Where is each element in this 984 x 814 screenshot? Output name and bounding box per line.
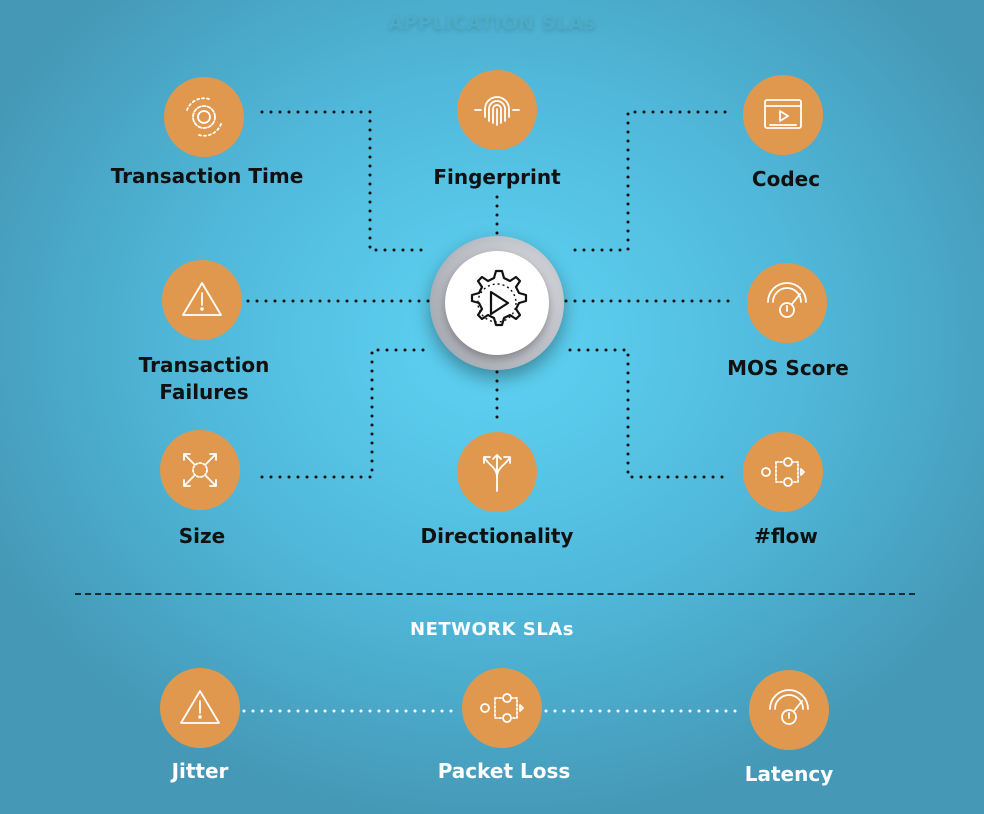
packet-loss-label: Packet Loss	[437, 759, 571, 783]
video-player-icon	[764, 99, 802, 129]
transaction-failures-node	[162, 260, 242, 340]
gear-play-icon	[470, 269, 528, 327]
jitter-label: Jitter	[171, 759, 229, 783]
connector-flow	[566, 348, 724, 479]
warning-triangle-icon	[182, 282, 222, 316]
warning-triangle-icon	[180, 690, 220, 724]
codec-node	[743, 75, 823, 155]
mos-score-node	[747, 263, 827, 343]
expand-arrows-icon	[183, 453, 217, 487]
network-slas-title: NETWORK SLAs	[410, 619, 574, 640]
center-hub	[430, 236, 564, 370]
directionality-label: Directionality	[420, 524, 574, 548]
transaction-time-node	[164, 77, 244, 157]
application-slas-title: APPLICATION SLAs	[388, 12, 596, 34]
gauge-alert-icon	[769, 689, 809, 725]
codec-label: Codec	[751, 167, 821, 191]
jitter-node	[160, 668, 240, 748]
size-node	[160, 430, 240, 510]
connector-size	[260, 348, 432, 479]
flow-nodes-icon	[480, 693, 524, 723]
latency-label: Latency	[744, 762, 834, 786]
size-label: Size	[178, 524, 226, 548]
directionality-node	[457, 432, 537, 512]
transaction-time-label: Transaction Time	[110, 164, 304, 188]
mos-score-label: MOS Score	[727, 356, 849, 380]
transaction-failures-label: Transaction Failures	[138, 353, 270, 404]
fingerprint-node	[457, 70, 537, 150]
gear-cycle-icon	[186, 97, 222, 137]
latency-node	[749, 670, 829, 750]
gauge-alert-icon	[767, 282, 807, 318]
flow-label: #flow	[754, 524, 818, 548]
flow-nodes-icon	[761, 457, 805, 487]
fingerprint-label: Fingerprint	[433, 165, 561, 189]
fingerprint-icon	[474, 96, 520, 126]
section-divider	[75, 593, 915, 595]
flow-node	[743, 432, 823, 512]
connector-transaction-time	[260, 110, 432, 252]
split-arrows-icon	[483, 454, 511, 492]
packet-loss-node	[462, 668, 542, 748]
